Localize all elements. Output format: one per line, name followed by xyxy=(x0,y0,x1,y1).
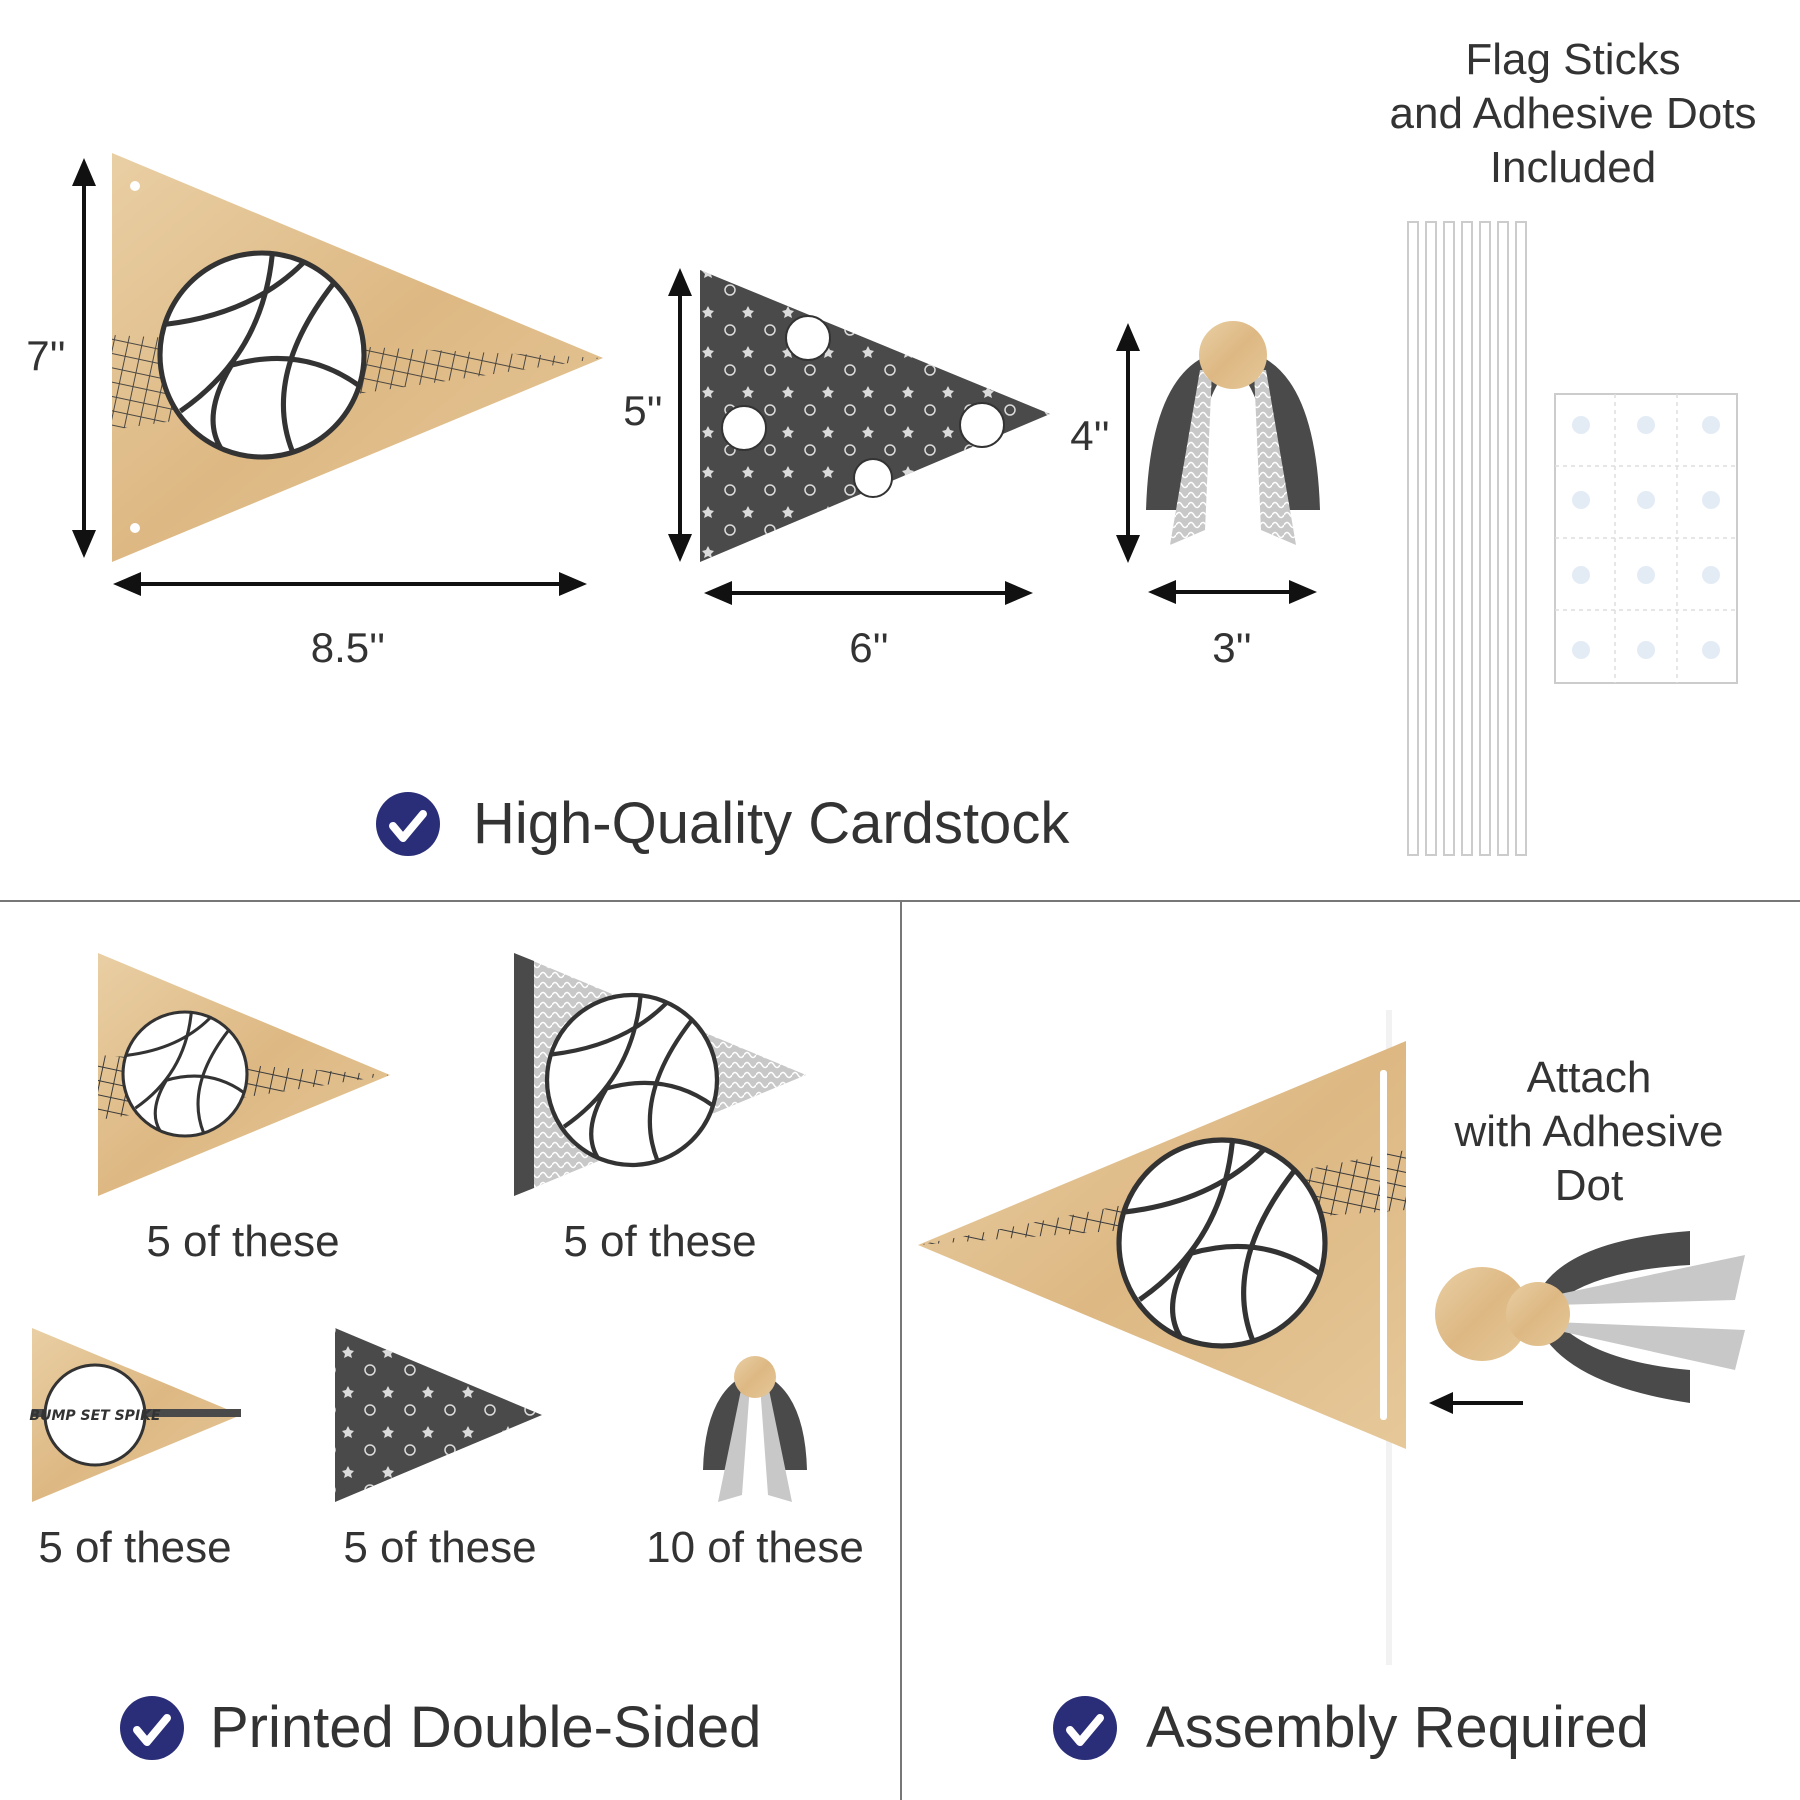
width-arrow-large xyxy=(113,572,587,596)
large-pennant xyxy=(112,153,603,562)
medium-pennant xyxy=(700,270,1050,562)
quantity-label-3: 5 of these xyxy=(38,1523,231,1572)
assembly-pennant xyxy=(918,1041,1406,1449)
quantity-label-1: 5 of these xyxy=(146,1217,339,1266)
height-arrow-large xyxy=(72,158,96,558)
quantity-label-5: 10 of these xyxy=(646,1523,864,1572)
small-tassel xyxy=(703,1356,807,1502)
assembly-note-line-2: with Adhesive xyxy=(1453,1107,1723,1156)
width-arrow-tassel xyxy=(1148,580,1317,604)
height-arrow-tassel xyxy=(1116,323,1140,563)
assembly-note-line-1: Attach xyxy=(1527,1053,1652,1102)
tassel xyxy=(1146,321,1320,545)
quantity-label-4: 5 of these xyxy=(343,1523,536,1572)
extras-line-3: Included xyxy=(1490,143,1656,192)
quantity-label-2: 5 of these xyxy=(563,1217,756,1266)
feature-double-sided: Printed Double-Sided xyxy=(210,1695,761,1760)
check-icon xyxy=(120,1696,184,1760)
feature-cardstock: High-Quality Cardstock xyxy=(473,791,1070,856)
adhesive-dots-sheet xyxy=(1554,393,1738,684)
feature-assembly: Assembly Required xyxy=(1146,1695,1649,1760)
height-arrow-medium xyxy=(668,268,692,562)
assembly-note-line-3: Dot xyxy=(1555,1161,1623,1210)
check-icon xyxy=(1053,1696,1117,1760)
medium-width-label: 6'' xyxy=(849,624,888,671)
ball-text: BUMP SET SPIKE xyxy=(29,1408,161,1424)
width-arrow-medium xyxy=(704,581,1033,605)
pennant-wood-net xyxy=(98,953,390,1196)
extras-line-2: and Adhesive Dots xyxy=(1390,89,1757,138)
left-arrow-icon xyxy=(1429,1392,1523,1414)
flag-sticks xyxy=(1407,221,1527,856)
large-height-label: 7'' xyxy=(26,332,65,379)
large-width-label: 8.5'' xyxy=(311,624,385,671)
check-icon xyxy=(376,792,440,856)
tassel-height-label: 4'' xyxy=(1070,412,1109,459)
pennant-gray-net xyxy=(514,953,806,1196)
pennant-dark-pattern xyxy=(335,1328,542,1502)
pennant-bump-set-spike: BUMP SET SPIKE xyxy=(29,1328,241,1502)
tassel-width-label: 3'' xyxy=(1212,624,1251,671)
extras-line-1: Flag Sticks xyxy=(1465,35,1680,84)
medium-height-label: 5'' xyxy=(623,387,662,434)
sideways-tassel xyxy=(1435,1231,1745,1403)
